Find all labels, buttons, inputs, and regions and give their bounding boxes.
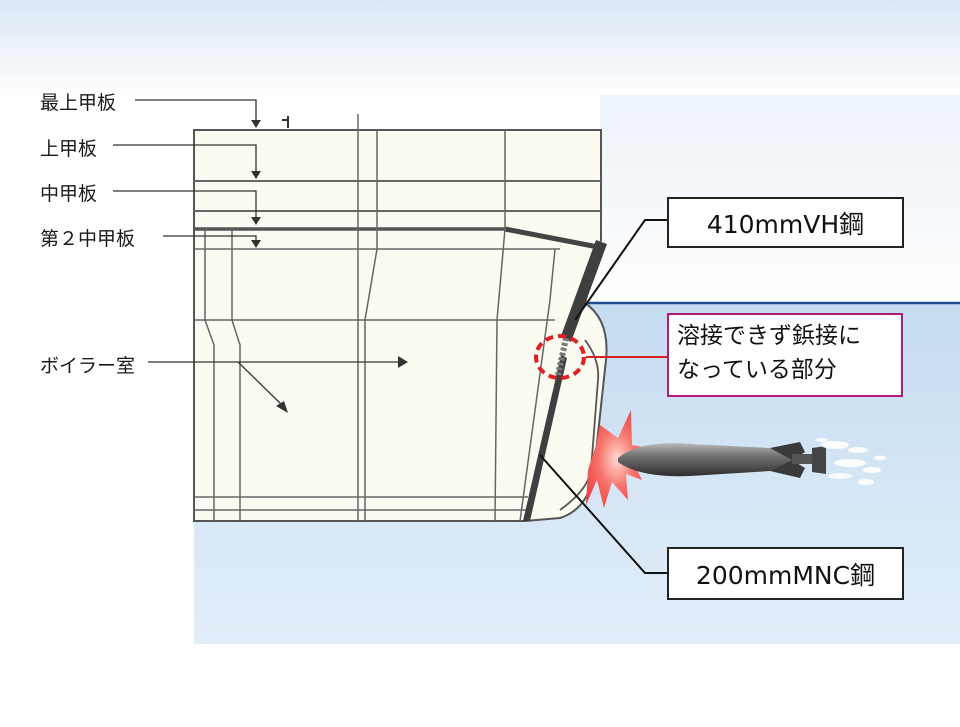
frame-6 xyxy=(519,248,556,522)
frame-3 xyxy=(494,130,506,522)
callout-mnc-steel-text: 200mmMNC鋼 xyxy=(695,560,876,590)
explosion-icon xyxy=(586,410,648,508)
deck-line-armor-slope xyxy=(504,226,599,250)
leader-top-deck xyxy=(135,99,261,128)
armor-joint xyxy=(555,337,569,376)
callout-rivet-line1: 溶接できず鋲接に xyxy=(677,323,861,349)
leader-second-middle-deck xyxy=(163,235,261,248)
hull-body xyxy=(193,129,608,522)
armor-belt-mnc xyxy=(523,355,567,521)
bulge-inner xyxy=(559,339,600,511)
armor-belt-vh xyxy=(561,240,607,342)
callout-rivet-area: 溶接できず鋲接に なっている部分 xyxy=(667,313,903,397)
callout-mnc-steel: 200mmMNC鋼 xyxy=(667,547,904,600)
torpedo-icon xyxy=(618,442,826,478)
leader-boiler-room xyxy=(148,356,408,413)
label-boiler-room: ボイラー室 xyxy=(40,355,136,377)
leader-upper-deck xyxy=(113,144,261,179)
frame-4 xyxy=(231,229,241,521)
callout-vh-steel-text: 410mmVH鋼 xyxy=(706,209,865,239)
torpedo-wake xyxy=(816,438,886,485)
frame-5 xyxy=(204,229,215,521)
callout-vh-steel: 410mmVH鋼 xyxy=(667,197,904,248)
rivet-highlight-circle xyxy=(534,334,586,380)
label-top-deck: 最上甲板 xyxy=(40,92,117,114)
label-upper-deck: 上甲板 xyxy=(40,138,98,160)
leader-middle-deck xyxy=(113,190,261,225)
label-middle-deck: 中甲板 xyxy=(40,183,98,205)
label-second-middle-deck: 第２中甲板 xyxy=(40,228,136,250)
frame-2 xyxy=(364,130,378,521)
sky-band xyxy=(0,0,960,95)
callout-rivet-line2: なっている部分 xyxy=(677,357,837,383)
leader-mnc xyxy=(539,454,667,574)
leader-vh xyxy=(574,219,667,321)
